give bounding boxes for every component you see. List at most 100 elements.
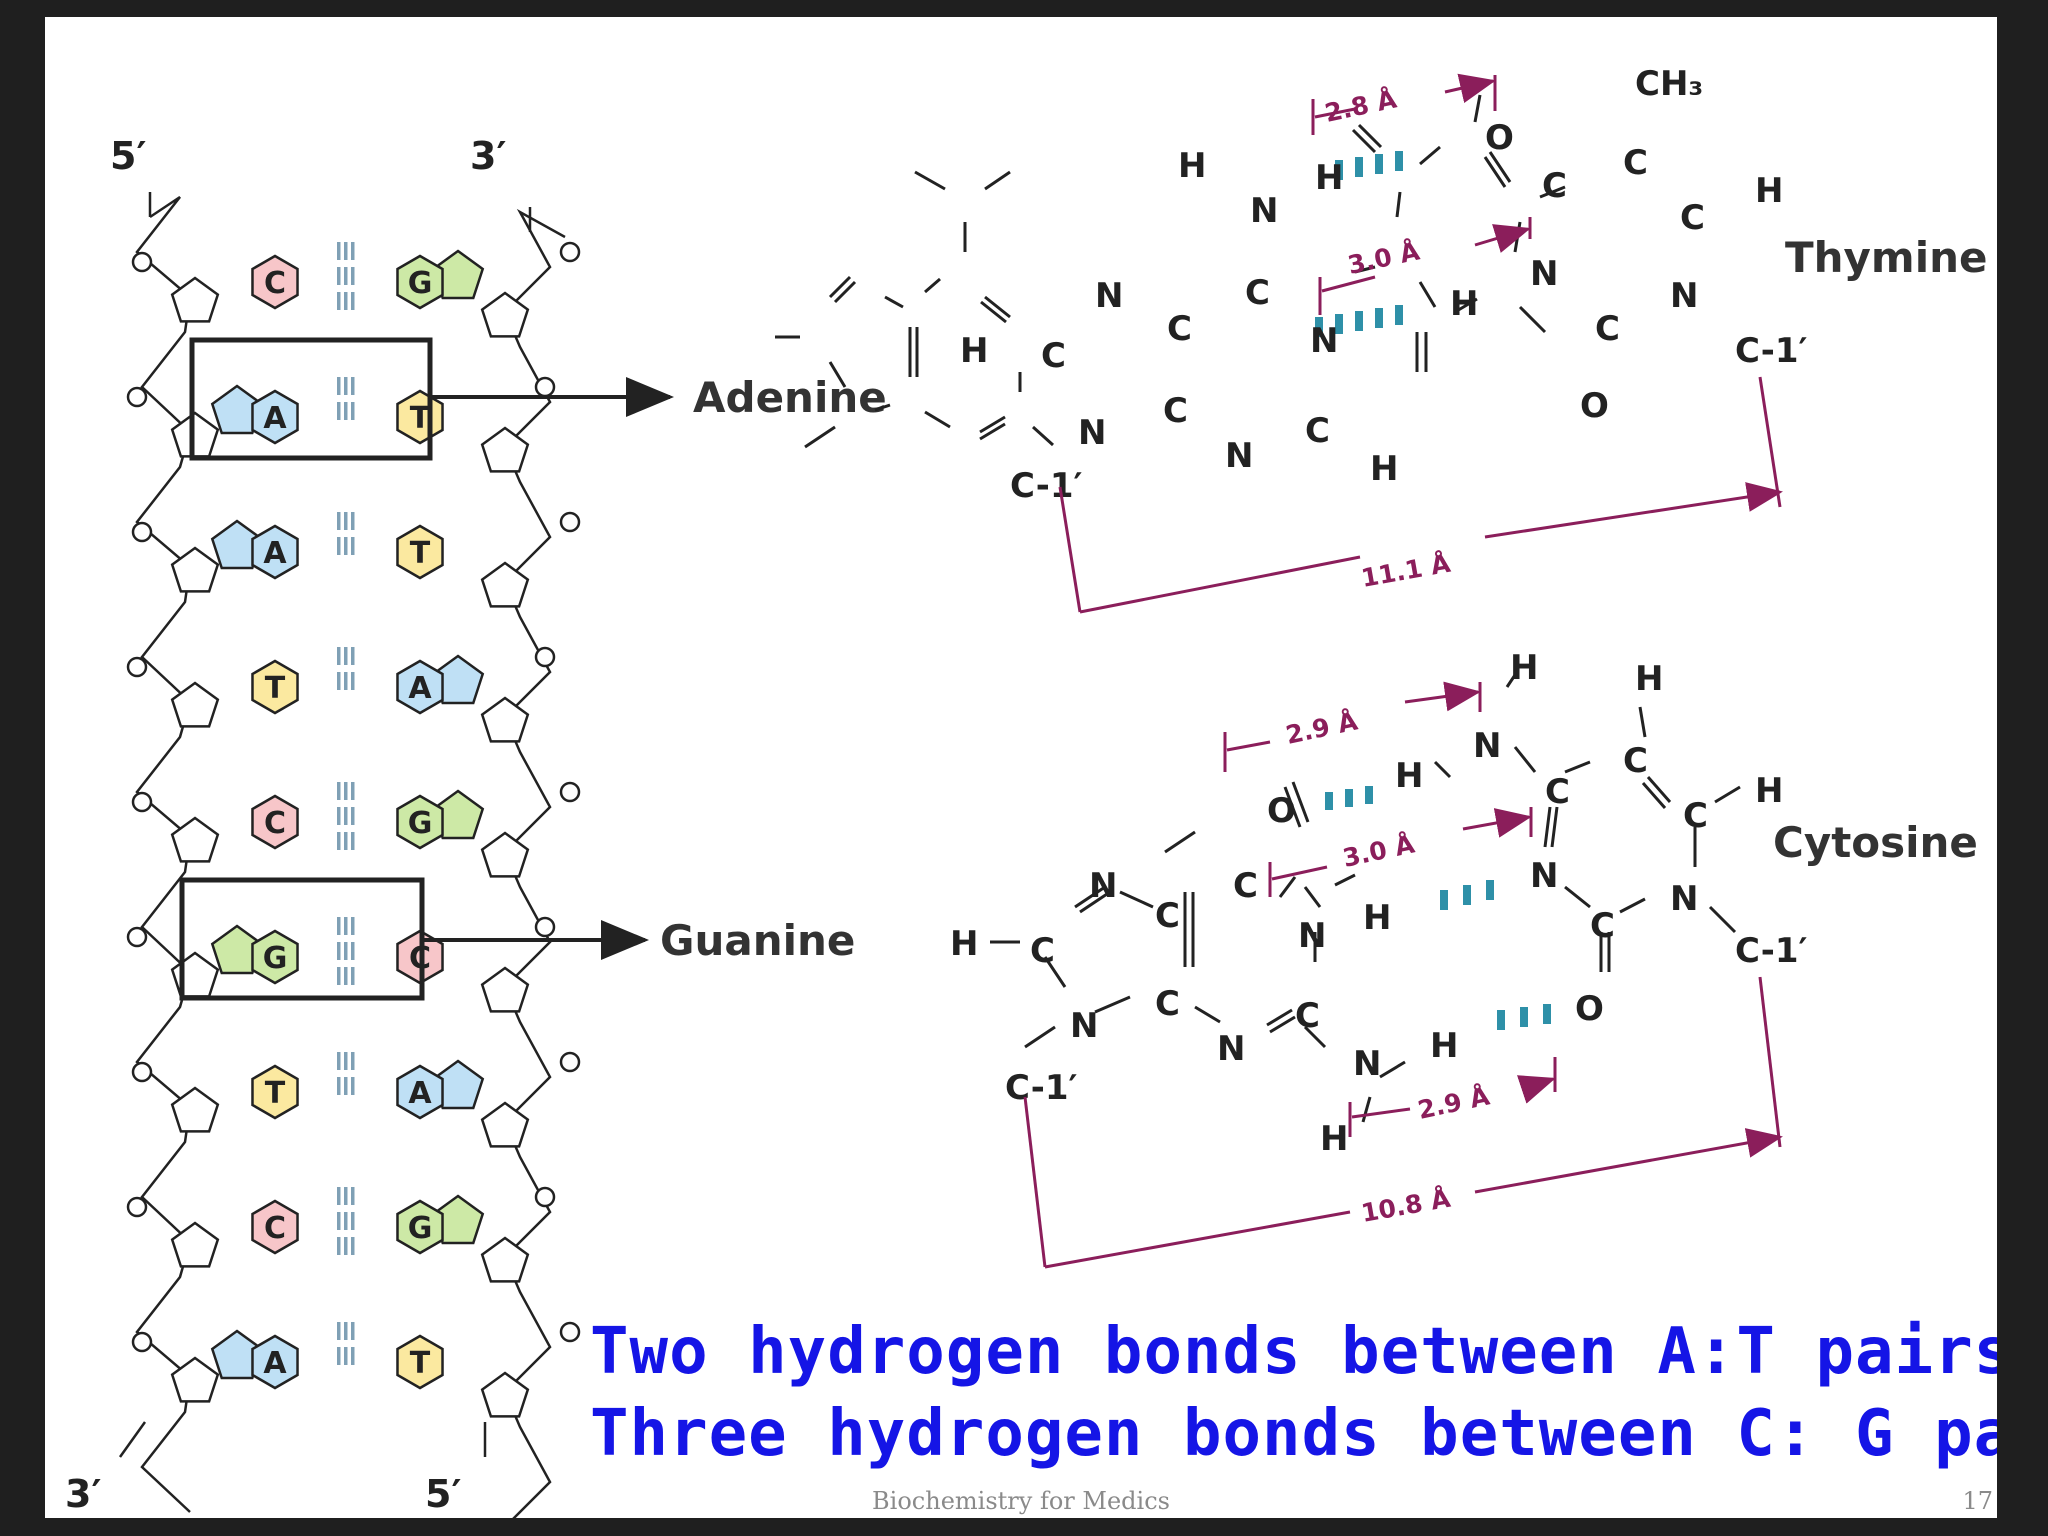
ladder-hbond [337,1237,341,1255]
svg-text:N: N [1250,191,1278,231]
svg-text:N: N [1670,879,1698,919]
base-T [251,659,299,715]
ladder-hbond [344,1237,348,1255]
phosphate-right [559,781,581,803]
sugar-left [170,951,220,998]
svg-text:H: H [1430,1026,1458,1066]
ladder-hbond [351,1212,355,1230]
gc-atoms: N H C C C O N H C N H H N C N C-1′ H N H… [950,648,1808,1159]
caption-gc: Three hydrogen bonds between C: G paired [590,1397,1997,1471]
base-letter: A [263,536,287,571]
base-C [251,794,299,850]
ladder-hbond [337,807,341,825]
at-atoms: H N H C N C N C H C N C-1′ N C H O C C C… [960,64,1808,506]
svg-text:H: H [1450,284,1478,324]
ladder-hbond [337,377,341,395]
dist-gc-bottom: 2.9 Å [1415,1081,1492,1125]
svg-text:H: H [1315,158,1343,198]
ladder-hbond [344,917,348,935]
svg-text:O: O [1267,791,1296,831]
svg-text:C: C [1155,896,1180,936]
svg-text:C: C [1590,906,1615,946]
ladder-hbond [344,647,348,665]
base-letter: G [408,1211,433,1246]
ladder-hbond [344,267,348,285]
svg-text:C-1′: C-1′ [1005,1068,1078,1108]
ladder-hbond [351,672,355,690]
svg-text:N: N [1089,866,1117,906]
ladder-hbond [344,1187,348,1205]
svg-text:C: C [1545,772,1570,812]
base-C [251,254,299,310]
phosphate-right [534,916,556,938]
svg-text:N: N [1078,413,1106,453]
svg-text:C: C [1683,796,1708,836]
caption-at: Two hydrogen bonds between A:T pairs [590,1315,1997,1389]
svg-text:C: C [1245,273,1270,313]
svg-text:N: N [1070,1006,1098,1046]
svg-text:O: O [1485,118,1514,158]
ladder-hbond [337,1347,341,1365]
svg-text:N: N [1670,276,1698,316]
base-T [396,524,444,580]
ladder-hbond [337,512,341,530]
base-letter: T [265,1076,286,1111]
sugar-right [480,426,530,473]
base-A [396,1064,444,1120]
sugar-right [480,561,530,608]
svg-text:O: O [1580,386,1609,426]
svg-text:H: H [1635,659,1663,699]
base-letter: G [408,806,433,841]
sugar-right [480,1101,530,1148]
svg-text:H: H [1510,648,1538,688]
ladder-hbond [337,267,341,285]
base-G [251,929,299,985]
phosphate-right [559,1321,581,1343]
ladder-hbond [344,1052,348,1070]
ladder-hbond [351,832,355,850]
dist-at-middle: 3.0 Å [1345,236,1422,280]
svg-text:C: C [1680,198,1705,238]
ladder-hbond [344,782,348,800]
ladder-hbond [351,1077,355,1095]
base-T [251,1064,299,1120]
base-A [251,389,299,445]
ladder-hbond [351,1187,355,1205]
ladder-hbond [344,377,348,395]
base-A [251,524,299,580]
sugar-left [170,816,220,863]
sugar-right [480,1236,530,1283]
label-guanine: Guanine [660,916,855,965]
ladder-hbond [337,967,341,985]
svg-text:C: C [1167,309,1192,349]
footer-text: Biochemistry for Medics [872,1487,1170,1515]
at-hbonds [1315,151,1403,337]
sugar-left [170,681,220,728]
ladder-hbond [351,967,355,985]
ladder-hbond [337,672,341,690]
ladder-hbond [337,292,341,310]
ladder-hbond [351,647,355,665]
svg-text:C: C [1623,143,1648,183]
svg-text:N: N [1473,726,1501,766]
page-number: 17 [1962,1487,1993,1515]
ladder-hbond [344,1212,348,1230]
base-A [251,1334,299,1390]
ladder-hbond [344,942,348,960]
ladder-hbond [337,1187,341,1205]
strand-label-top-right: 3′ [470,134,506,178]
ladder-hbond [344,402,348,420]
base-letter: T [410,1346,431,1381]
phosphate-right [534,1186,556,1208]
ladder-hbond [344,292,348,310]
ladder-hbond [344,537,348,555]
base-C [251,1199,299,1255]
strand-label-bottom-left: 3′ [65,1472,101,1516]
svg-text:C: C [1595,309,1620,349]
base-letter: G [263,941,288,976]
svg-text:C: C [1295,996,1320,1036]
base-letter: T [265,671,286,706]
phosphate-left [126,926,148,948]
base-A [396,659,444,715]
